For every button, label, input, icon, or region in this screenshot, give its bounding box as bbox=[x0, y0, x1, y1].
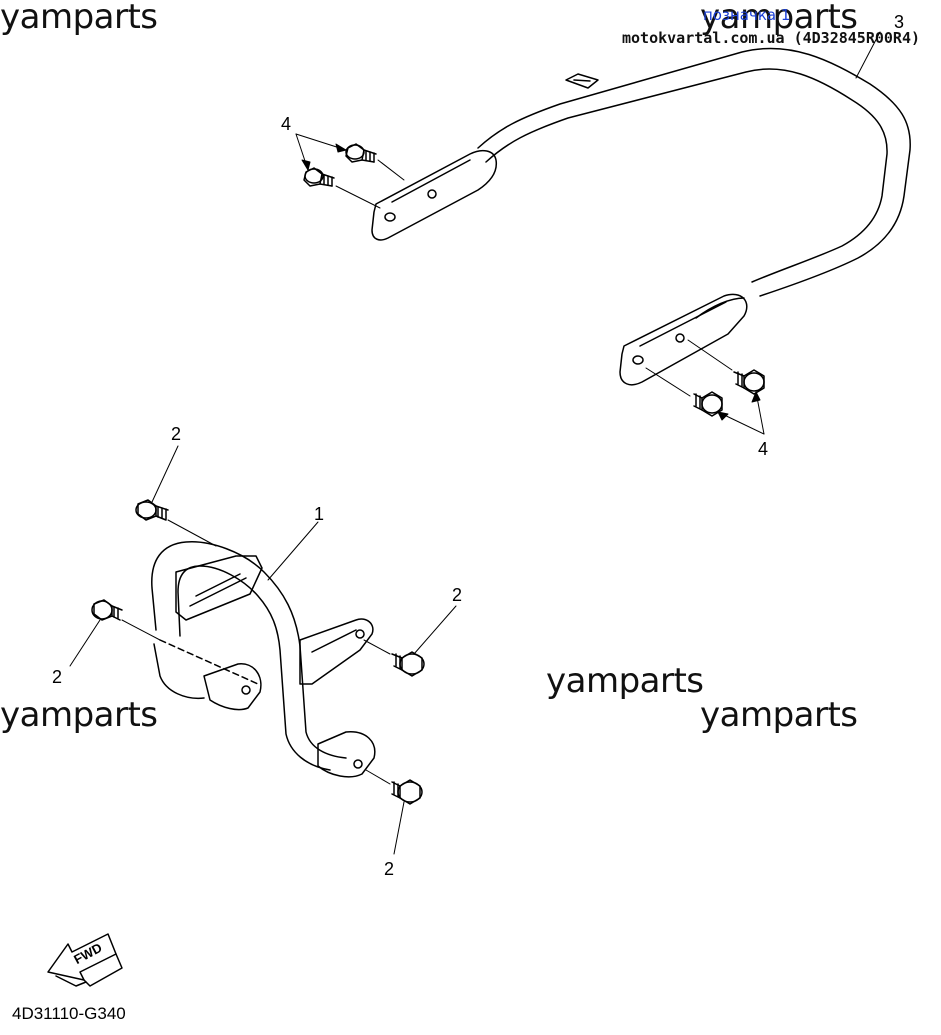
watermark-top-right: yamparts bbox=[700, 0, 858, 37]
callout-part-2-right: 2 bbox=[452, 585, 463, 605]
bolt-part-4-upper-b bbox=[304, 168, 380, 208]
drawing-code: 4D31110-G340 bbox=[12, 1004, 126, 1023]
bolt-part-2-top-left bbox=[136, 500, 216, 546]
watermark-middle-right: yamparts bbox=[546, 661, 704, 701]
leader-lines bbox=[69, 31, 881, 855]
callout-part-4-lower: 4 bbox=[758, 439, 769, 459]
front-grab-bar-part-1 bbox=[152, 542, 375, 777]
bolt-part-2-bottom bbox=[366, 770, 422, 804]
callout-part-4-upper: 4 bbox=[281, 114, 292, 134]
callout-part-2-left: 2 bbox=[52, 667, 63, 687]
bolt-part-2-left bbox=[92, 600, 160, 640]
watermark-middle-left: yamparts bbox=[0, 695, 158, 735]
rear-grab-bar-part-3 bbox=[372, 48, 910, 384]
callout-part-3: 3 bbox=[894, 12, 905, 32]
callout-part-2-top: 2 bbox=[171, 424, 182, 444]
bolt-part-4-lower-a bbox=[688, 340, 764, 394]
watermark-lower-right: yamparts bbox=[700, 695, 858, 735]
blue-marker-label: позначка 1 bbox=[703, 6, 791, 24]
bolt-part-4-upper-a bbox=[346, 144, 404, 180]
bolt-part-2-right bbox=[364, 640, 424, 676]
callout-part-1: 1 bbox=[314, 504, 325, 524]
watermark-top-left: yamparts bbox=[0, 0, 158, 37]
site-code-label: motokvartal.com.ua (4D32845R00R4) bbox=[622, 29, 921, 47]
bolt-part-4-lower-b bbox=[646, 368, 722, 416]
fwd-direction-arrow bbox=[48, 934, 122, 986]
callout-part-2-bottom: 2 bbox=[384, 859, 395, 879]
